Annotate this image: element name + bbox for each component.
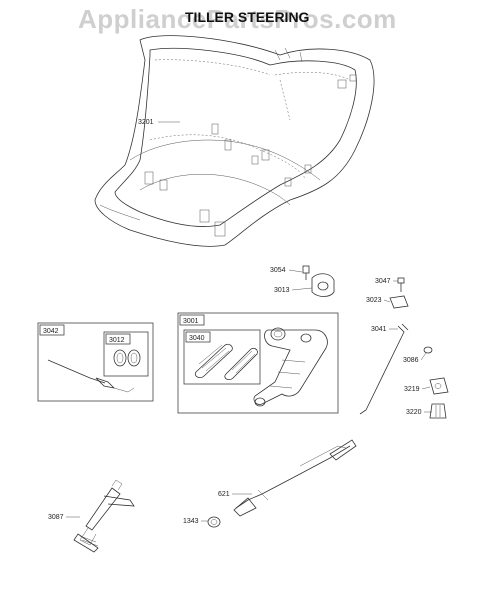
part-3219-block [421,377,449,395]
part-3013-clamp [291,273,335,297]
part-3054-bolt [288,265,310,280]
label-3087: 3087 [48,514,64,521]
label-3041: 3041 [371,326,387,333]
label-3013: 3013 [274,287,290,294]
label-3023: 3023 [366,297,382,304]
label-3086: 3086 [403,357,419,364]
part-3087-lanyard [66,479,135,553]
diagram-title: TILLER STEERING [185,9,310,25]
part-3042-throttle-cable [47,359,135,393]
label-3012: 3012 [109,337,125,344]
part-3047-screw [393,277,405,292]
part-1343-nut [201,516,221,528]
label-3201: 3201 [138,119,154,126]
part-3001-tiller-handle [253,327,328,407]
label-3219: 3219 [404,386,420,393]
part-3040-grips [194,343,258,381]
box-3040 [183,329,261,385]
label-3054: 3054 [270,267,286,274]
label-3042: 3042 [43,328,59,335]
label-621: 621 [218,491,230,498]
box-3040-tag [185,331,211,343]
box-3001 [177,312,339,414]
label-3220: 3220 [406,409,422,416]
part-3201-housing [94,35,375,247]
box-3012 [103,331,149,377]
part-3041-rod [359,323,409,415]
box-3001-tag [179,314,205,326]
part-3012-rings [113,349,141,367]
part-621-cable [232,439,357,517]
label-3047: 3047 [375,278,391,285]
box-3042-tag [39,324,65,336]
watermark: AppliancePartsPros.com [78,4,397,34]
box-3012-tag [105,333,131,345]
part-3220-knob [424,403,447,419]
label-3040: 3040 [189,335,205,342]
label-1343: 1343 [183,518,199,525]
part-3086-clip [420,346,433,361]
part-3023-plate [383,295,409,309]
label-3001: 3001 [183,318,199,325]
box-3042 [37,322,154,402]
